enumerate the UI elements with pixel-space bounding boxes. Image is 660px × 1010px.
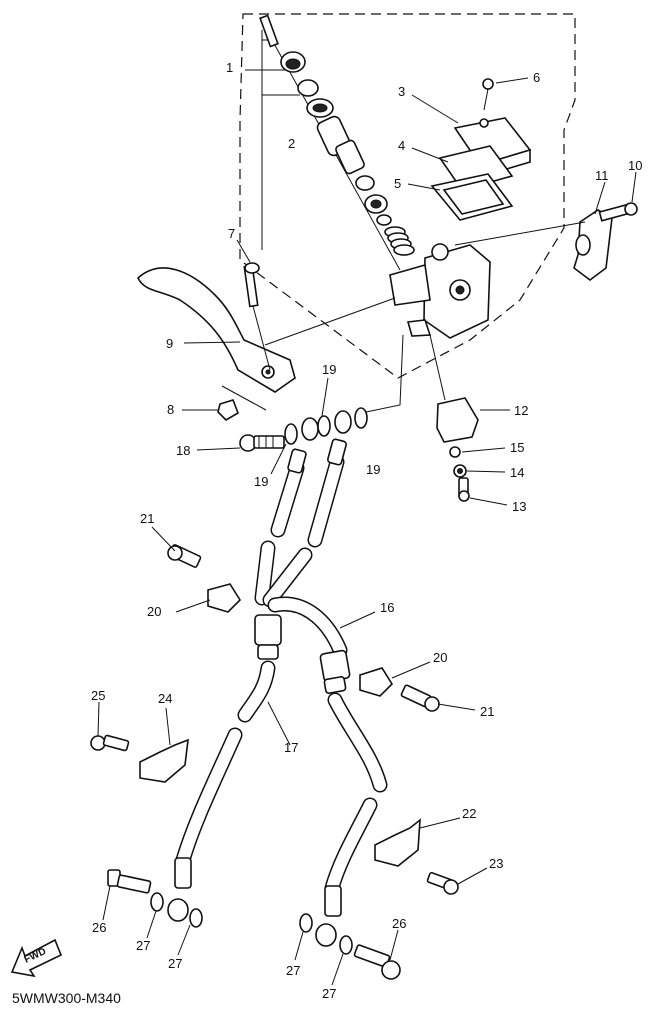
callout-19-top: 19 xyxy=(322,362,336,377)
callout-26-left: 26 xyxy=(92,920,106,935)
callout-27-b: 27 xyxy=(168,956,182,971)
callout-5: 5 xyxy=(394,176,401,191)
callout-19-left: 19 xyxy=(254,474,268,489)
holder-clamp xyxy=(454,202,638,281)
callout-22: 22 xyxy=(462,806,476,821)
callout-21-left: 21 xyxy=(140,511,154,526)
callout-12: 12 xyxy=(514,403,528,418)
callout-20-right: 20 xyxy=(433,650,447,665)
lever-nut-and-union-bolt xyxy=(217,385,285,452)
callout-18: 18 xyxy=(176,443,190,458)
callout-27-c: 27 xyxy=(286,963,300,978)
callout-2: 2 xyxy=(288,136,295,151)
piston-kit xyxy=(245,14,415,271)
callout-26-right: 26 xyxy=(392,916,406,931)
callout-27-d: 27 xyxy=(322,986,336,1001)
callout-labels: 1 2 3 4 5 6 7 8 9 10 11 12 13 14 15 16 1… xyxy=(91,60,642,1001)
callout-10: 10 xyxy=(628,158,642,173)
callout-20-left: 20 xyxy=(147,604,161,619)
brake-hose-16 xyxy=(254,596,351,694)
callout-19-right: 19 xyxy=(366,462,380,477)
union-bolts-and-washers xyxy=(107,869,401,980)
callout-27-a: 27 xyxy=(136,938,150,953)
reservoir-cap-assembly xyxy=(430,78,532,221)
callout-14: 14 xyxy=(510,465,524,480)
forward-arrow-icon: FWD xyxy=(10,938,63,978)
callout-6: 6 xyxy=(533,70,540,85)
hose-clamps-lower xyxy=(90,734,459,895)
brake-light-switch xyxy=(429,334,479,502)
hose-clamps-upper xyxy=(167,544,440,712)
master-cylinder-body xyxy=(389,243,491,339)
leader-lines xyxy=(97,77,637,986)
callout-11: 11 xyxy=(595,168,609,183)
callout-7: 7 xyxy=(228,226,235,241)
callout-15: 15 xyxy=(510,440,524,455)
lower-brake-hoses xyxy=(167,660,388,947)
callout-21-right: 21 xyxy=(480,704,494,719)
callout-4: 4 xyxy=(398,138,405,153)
brake-lever xyxy=(137,262,396,393)
callout-16: 16 xyxy=(380,600,394,615)
callout-25: 25 xyxy=(91,688,105,703)
callout-3: 3 xyxy=(398,84,405,99)
callout-23: 23 xyxy=(489,856,503,871)
callout-17: 17 xyxy=(284,740,298,755)
copper-washers xyxy=(284,334,404,445)
upper-brake-hoses xyxy=(254,438,347,608)
assembly-boundary xyxy=(239,13,576,379)
callout-1: 1 xyxy=(226,60,233,75)
callout-13: 13 xyxy=(512,499,526,514)
diagram-code: 5WMW300-M340 xyxy=(12,990,121,1006)
callout-24: 24 xyxy=(158,691,172,706)
callout-8: 8 xyxy=(167,402,174,417)
callout-9: 9 xyxy=(166,336,173,351)
